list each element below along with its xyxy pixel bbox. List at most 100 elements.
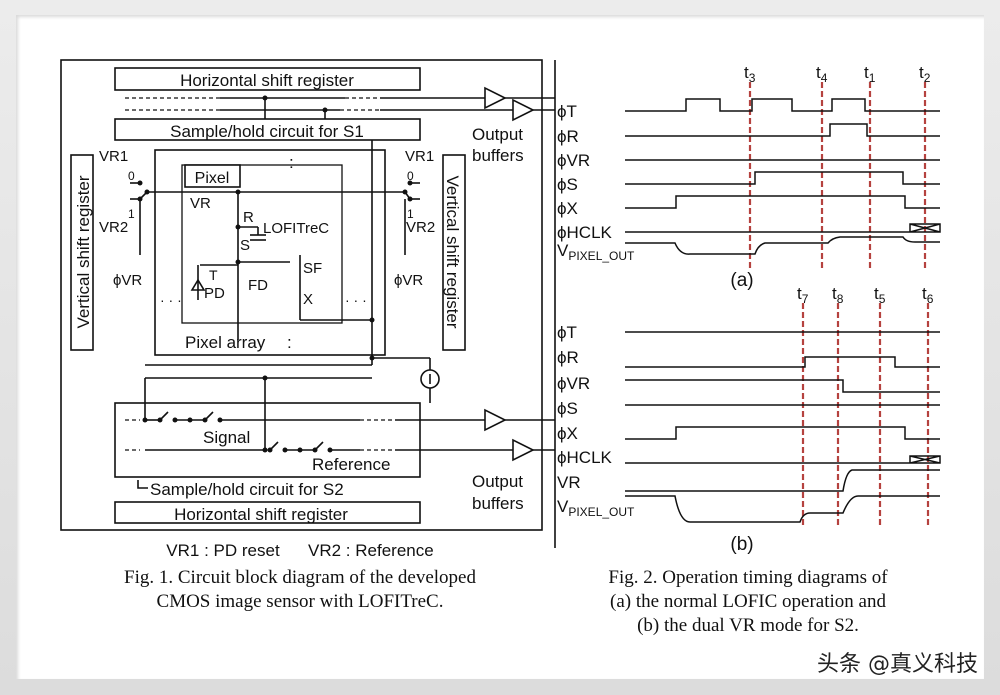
dots-vertical-top: :: [289, 153, 294, 172]
fig2-caption-line2: (a) the normal LOFIC operation and: [610, 591, 886, 612]
zero-right-label: 0: [407, 169, 414, 183]
vr-pixel-label: VR: [190, 195, 211, 212]
waveform-HCLK: [625, 223, 941, 233]
timing-diagram-b: ϕT ϕR ϕVR ϕS ϕX ϕHCLK VR VPIXEL_OUT t7 t8 t5 t6 (b): [557, 284, 941, 555]
waveform-VPIXEL_OUT: [625, 495, 940, 523]
marker-label-t5: t5: [874, 284, 886, 306]
pixel-label-box: [184, 164, 241, 188]
photodiode: [190, 278, 206, 291]
dots-horizontal-left: · · ·: [160, 292, 182, 308]
signal-label: ϕHCLK: [557, 223, 613, 242]
phi-vr-right-label: ϕVR: [394, 272, 423, 289]
one-left-label: 1: [128, 207, 135, 221]
output-buffer-3: [484, 408, 507, 432]
waveform-X: [625, 195, 940, 209]
signal-label: ϕVR: [557, 374, 590, 393]
marker-label-t7: t7: [797, 284, 809, 306]
vr1-left-label: VR1: [99, 148, 128, 165]
dots-horizontal-right: · · ·: [345, 292, 367, 308]
signal-label: Signal: [203, 428, 250, 447]
signal-label: ϕT: [557, 102, 577, 121]
panel-label: (b): [730, 534, 753, 555]
waveform-R: [625, 356, 940, 368]
watermark: 头条 @真义科技: [817, 652, 978, 677]
r-transistor-label: R: [243, 209, 254, 226]
vr1-right-label: VR1: [405, 148, 434, 165]
waveform-S: [625, 171, 940, 185]
fig1-caption-line1: Fig. 1. Circuit block diagram of the dev…: [124, 567, 476, 588]
fig1-caption-line2: CMOS image sensor with LOFITreC.: [156, 591, 444, 612]
output-buffer-4: [512, 438, 535, 462]
panel-label: (a): [730, 270, 753, 291]
pd-label: PD: [204, 285, 225, 302]
signal-label: ϕT: [557, 323, 577, 342]
waveform-X: [625, 426, 940, 440]
output-buffer-1: [484, 86, 507, 110]
signal-label: ϕR: [557, 348, 579, 367]
signal-label: ϕR: [557, 127, 579, 146]
signal-label: ϕX: [557, 199, 578, 218]
x-transistor-label: X: [303, 291, 313, 308]
output-buffers-bottom-line2: buffers: [472, 494, 524, 513]
signal-label: VPIXEL_OUT: [557, 497, 635, 519]
sf-transistor-label: SF: [303, 260, 322, 277]
sh-s1-label: Sample/hold circuit for S1: [170, 122, 364, 141]
figure-canvas: [16, 15, 984, 679]
vsr-left-label: Vertical shift register: [74, 175, 93, 328]
signal-label: ϕS: [557, 399, 578, 418]
vsr-right-label: Vertical shift register: [443, 175, 462, 328]
dots-vertical-bottom: :: [287, 333, 292, 352]
waveform-R: [625, 123, 940, 137]
lofitrec-label: LOFITreC: [263, 220, 329, 237]
pixel-array-box: [154, 149, 386, 356]
reference-label: Reference: [312, 455, 390, 474]
pixel-array-label: Pixel array: [185, 333, 266, 352]
signal-label: ϕS: [557, 175, 578, 194]
output-buffer-2: [512, 98, 535, 122]
signal-label: ϕX: [557, 424, 578, 443]
waveform-VPIXEL_OUT: [625, 236, 940, 255]
marker-label-t4: t4: [816, 63, 828, 85]
fig2-caption-line3: (b) the dual VR mode for S2.: [637, 615, 859, 636]
signal-label: ϕVR: [557, 151, 590, 170]
sh-s2-label: Sample/hold circuit for S2: [150, 480, 344, 499]
hsr-top-box: [114, 67, 421, 91]
hsr-bottom-box: [114, 501, 421, 524]
waveform-HCLK: [625, 455, 941, 464]
vsr-right-box: [442, 154, 466, 351]
marker-label-t2: t2: [919, 63, 931, 85]
waveform-VR: [625, 469, 940, 492]
vr2-right-label: VR2: [406, 219, 435, 236]
vr2-left-label: VR2: [99, 219, 128, 236]
pixel-label: Pixel: [195, 170, 230, 187]
zero-left-label: 0: [128, 169, 135, 183]
hsr-top-label: Horizontal shift register: [180, 71, 354, 90]
output-buffers-top-line2: buffers: [472, 146, 524, 165]
waveform-T: [625, 98, 940, 112]
s-transistor-label: S: [240, 237, 250, 254]
waveform-VR: [625, 379, 940, 393]
one-right-label: 1: [407, 207, 414, 221]
marker-label-t1: t1: [864, 63, 876, 85]
sh-s2-box: [114, 402, 421, 478]
marker-label-t8: t8: [832, 284, 844, 306]
output-buffers-bottom-line1: Output: [472, 472, 523, 491]
marker-label-t3: t3: [744, 63, 756, 85]
sh-s1-box: [114, 118, 421, 141]
fig2-caption-line1: Fig. 2. Operation timing diagrams of: [608, 567, 888, 588]
t-transistor-label: T: [209, 267, 218, 283]
pixel-box: [181, 164, 343, 324]
fig1-outer-box: [60, 59, 543, 531]
fd-label: FD: [248, 277, 268, 294]
signal-label: VR: [557, 473, 581, 492]
marker-label-t6: t6: [922, 284, 934, 306]
hsr-bottom-label: Horizontal shift register: [174, 505, 348, 524]
fig1-legend: VR1 : PD reset VR2 : Reference: [166, 541, 433, 560]
signal-label: ϕHCLK: [557, 448, 613, 467]
output-buffers-top-line1: Output: [472, 125, 523, 144]
signal-label: VPIXEL_OUT: [557, 241, 635, 263]
phi-vr-left-label: ϕVR: [113, 272, 142, 289]
vsr-left-box: [70, 154, 94, 351]
